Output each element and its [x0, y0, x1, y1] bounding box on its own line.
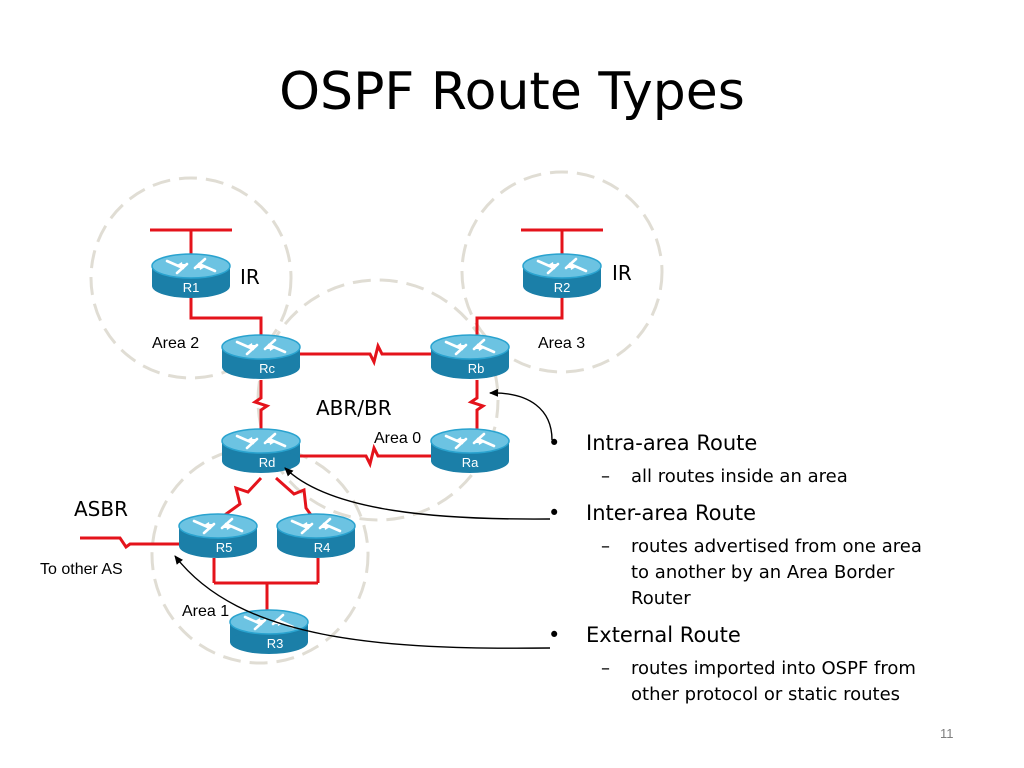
- link-r2-rb: [475, 288, 564, 342]
- area-1-label: Area 1: [182, 603, 229, 620]
- abr-br-label: ABR/BR: [316, 396, 392, 420]
- router-r1-label: R1: [183, 280, 200, 295]
- asbr-label: ASBR: [74, 497, 128, 521]
- route-types-list: Intra-area Route –all routes inside an a…: [548, 430, 968, 718]
- link-r5-external: [80, 536, 180, 550]
- link-rd-r4: [275, 476, 318, 523]
- router-r4-label: R4: [314, 540, 331, 555]
- bullet-inter-area: Inter-area Route: [548, 500, 968, 526]
- sub-bullet-external: –routes imported into OSPF from other pr…: [601, 658, 916, 705]
- router-r5-label: R5: [216, 540, 233, 555]
- router-ra: Ra: [429, 427, 511, 475]
- router-r1: R1: [150, 252, 232, 300]
- router-rc-label: Rc: [259, 361, 275, 376]
- area-3-circle: [460, 170, 664, 374]
- router-r3: R3: [228, 608, 310, 656]
- to-other-as-label: To other AS: [40, 561, 123, 578]
- router-r2-label: R2: [554, 280, 571, 295]
- slide-title: OSPF Route Types: [279, 62, 745, 122]
- router-rd-label: Rd: [259, 455, 276, 470]
- area-circles: [89, 170, 664, 665]
- router-r3-label: R3: [267, 636, 284, 651]
- ir-right-label: IR: [612, 261, 632, 285]
- bullet-external: External Route: [548, 622, 968, 648]
- bullet-intra-area: Intra-area Route: [548, 430, 968, 456]
- link-rd-ra: [300, 443, 438, 469]
- ir-left-label: IR: [240, 265, 260, 289]
- link-rc-rb: [300, 341, 440, 367]
- area-0-circle: [256, 278, 500, 522]
- page-number: 11: [940, 726, 954, 741]
- router-r4: R4: [275, 512, 357, 560]
- area-2-label: Area 2: [152, 335, 199, 352]
- network-links: [80, 288, 564, 550]
- sub-bullet-inter-area: –routes advertised from one area to anot…: [601, 536, 922, 609]
- link-rb-ra: [467, 380, 487, 440]
- link-r1-rc: [189, 288, 263, 342]
- area-0-label: Area 0: [374, 430, 421, 447]
- router-r5: R5: [177, 512, 259, 560]
- link-rc-rd: [251, 380, 271, 440]
- router-ra-label: Ra: [462, 455, 479, 470]
- external-arrow: [174, 555, 551, 649]
- router-r2: R2: [521, 252, 603, 300]
- sub-bullet-intra-area: –all routes inside an area: [601, 466, 848, 487]
- router-rc: Rc: [220, 333, 302, 381]
- link-rd-r5: [214, 476, 263, 524]
- area-3-label: Area 3: [538, 335, 585, 352]
- router-rb: Rb: [429, 333, 511, 381]
- area-2-circle: [89, 176, 293, 380]
- router-rd: Rd: [220, 427, 302, 475]
- inter-area-arrow: [284, 467, 551, 520]
- router-rb-label: Rb: [468, 361, 485, 376]
- area-1-circle: [150, 445, 370, 665]
